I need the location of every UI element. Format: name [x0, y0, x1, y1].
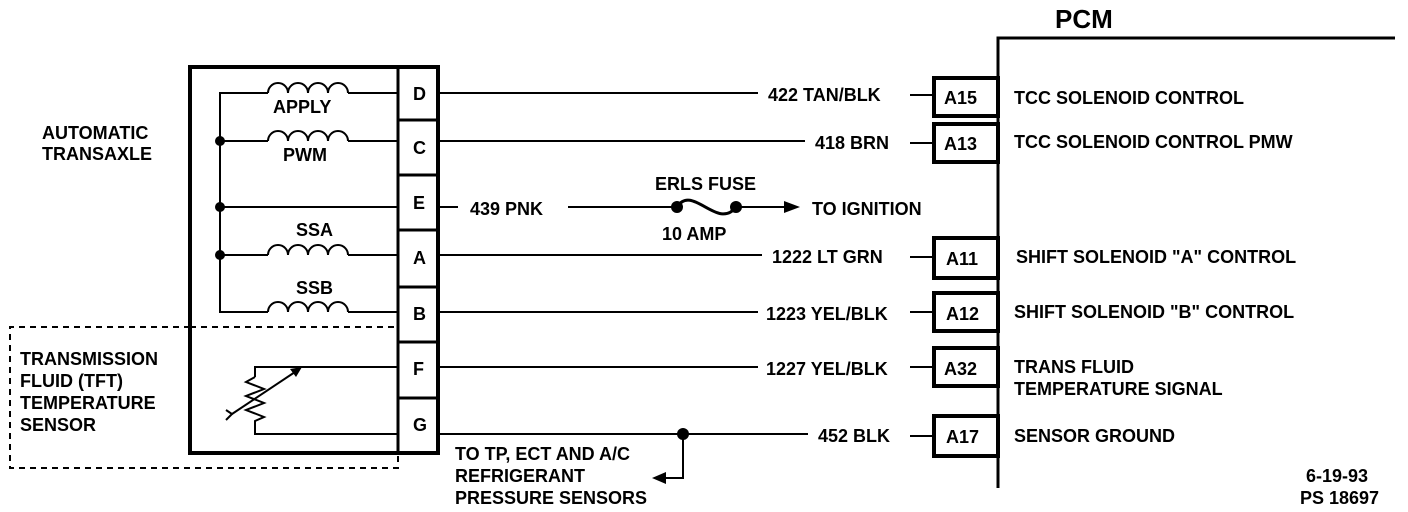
- terminal-a15-id: A15: [944, 88, 977, 108]
- pin-f-label: F: [413, 359, 424, 379]
- pin-d-label: D: [413, 84, 426, 104]
- pin-a-label: A: [413, 248, 426, 268]
- tft-label-line3: TEMPERATURE: [20, 393, 156, 413]
- terminal-a32-function-line1: TRANS FLUID: [1014, 357, 1134, 377]
- pcm-terminal-a13: A13: [932, 122, 1000, 164]
- pcm-terminal-a12: A12: [932, 291, 1000, 333]
- wire-1223-label: 1223 YEL/BLK: [766, 304, 888, 324]
- pcm-terminal-a17: A17: [932, 414, 1000, 458]
- pcm-terminal-a15: A15: [932, 76, 1000, 118]
- fuse-icon: [671, 198, 742, 216]
- wire-422-label: 422 TAN/BLK: [768, 85, 881, 105]
- terminal-a17-function: SENSOR GROUND: [1014, 426, 1175, 446]
- wire-1222-label: 1222 LT GRN: [772, 247, 883, 267]
- transaxle-label-line2: TRANSAXLE: [42, 144, 152, 164]
- fuse-name: ERLS FUSE: [655, 174, 756, 194]
- terminal-a32-id: A32: [944, 359, 977, 379]
- fuse-rating: 10 AMP: [662, 224, 726, 244]
- terminal-a15-function: TCC SOLENOID CONTROL: [1014, 88, 1244, 108]
- wire-418-label: 418 BRN: [815, 133, 889, 153]
- terminal-a13-id: A13: [944, 134, 977, 154]
- ground-splice: [652, 428, 689, 484]
- pcm-title: PCM: [1055, 4, 1113, 34]
- tft-label-line1: TRANSMISSION: [20, 349, 158, 369]
- solenoid-pwm-label: PWM: [283, 145, 327, 165]
- pin-g-label: G: [413, 415, 427, 435]
- tft-label-line4: SENSOR: [20, 415, 96, 435]
- ground-note-line2: REFRIGERANT: [455, 466, 585, 486]
- footer-code: PS 18697: [1300, 488, 1379, 508]
- pcm-terminal-a11: A11: [932, 236, 1000, 280]
- tft-label-line2: FLUID (TFT): [20, 371, 123, 391]
- solenoid-ssb-label: SSB: [296, 278, 333, 298]
- terminal-a12-id: A12: [946, 304, 979, 324]
- tft-sensor-boundary: [9, 326, 399, 469]
- pcm-terminal-a32: A32: [932, 346, 1000, 388]
- ground-note-line1: TO TP, ECT AND A/C: [455, 444, 630, 464]
- connector-cell-dividers: [398, 118, 438, 400]
- pcm-outline: [996, 36, 1395, 488]
- solenoid-circuits: [215, 82, 398, 313]
- wire-439-label: 439 PNK: [470, 199, 543, 219]
- footer-date: 6-19-93: [1306, 466, 1368, 486]
- terminal-a17-id: A17: [946, 427, 979, 447]
- ground-note-line3: PRESSURE SENSORS: [455, 488, 647, 508]
- thermistor-icon: [225, 366, 398, 435]
- terminal-a11-function: SHIFT SOLENOID "A" CONTROL: [1016, 247, 1296, 267]
- solenoid-ssa-label: SSA: [296, 220, 333, 240]
- wire-1227-label: 1227 YEL/BLK: [766, 359, 888, 379]
- pin-c-label: C: [413, 138, 426, 158]
- terminal-a12-function: SHIFT SOLENOID "B" CONTROL: [1014, 302, 1294, 322]
- transaxle-box: [188, 65, 440, 455]
- arrow-right-icon: [784, 201, 800, 213]
- pin-e-label: E: [413, 193, 425, 213]
- terminal-a32-function-line2: TEMPERATURE SIGNAL: [1014, 379, 1223, 399]
- pin-b-label: B: [413, 304, 426, 324]
- transaxle-label-line1: AUTOMATIC: [42, 123, 148, 143]
- terminal-a11-id: A11: [946, 249, 978, 269]
- solenoid-apply-label: APPLY: [273, 97, 331, 117]
- wire-452-label: 452 BLK: [818, 426, 890, 446]
- terminal-a13-function: TCC SOLENOID CONTROL PMW: [1014, 132, 1293, 152]
- fuse-destination: TO IGNITION: [812, 199, 922, 219]
